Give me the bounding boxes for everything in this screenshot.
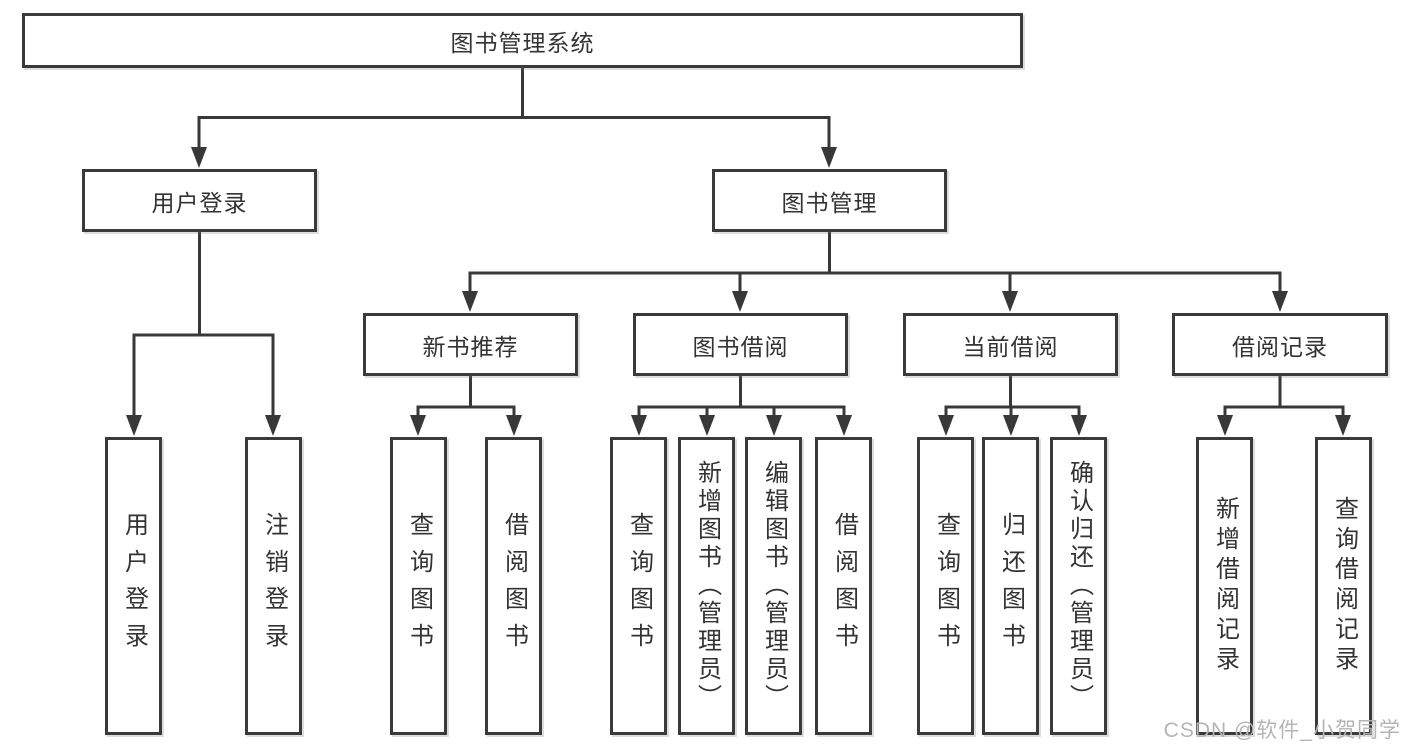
- leaf-user-login: 用户登录: [105, 437, 162, 735]
- leaf-query-book-recommend: 查询图书: [390, 437, 447, 735]
- node-root-system: 图书管理系统: [22, 13, 1023, 68]
- watermark-text: CSDN @软件_小贺同学: [1163, 719, 1401, 742]
- leaf-add-book-admin: 新增图书（管理员）: [678, 437, 735, 735]
- leaf-query-book-current: 查询图书: [917, 437, 974, 735]
- arrow-down-icon: [126, 415, 142, 436]
- arrow-down-icon: [821, 147, 837, 168]
- node-label: 当前借阅: [962, 333, 1059, 360]
- node-label: 用户登录: [151, 189, 248, 216]
- node-label: 图书管理系统: [450, 29, 595, 56]
- arrow-down-icon: [836, 415, 852, 436]
- arrow-down-icon: [265, 415, 281, 436]
- leaf-label: 查询图书: [405, 512, 433, 660]
- leaf-logout: 注销登录: [245, 437, 302, 735]
- arrow-down-icon: [699, 415, 715, 436]
- arrow-down-icon: [1335, 415, 1351, 436]
- arrow-down-icon: [938, 415, 954, 436]
- leaf-label: 查询图书: [625, 512, 653, 660]
- leaf-label: 新增图书（管理员）: [693, 460, 721, 712]
- arrow-down-icon: [1003, 415, 1019, 436]
- node-label: 图书管理: [781, 189, 878, 216]
- node-book-borrow: 图书借阅: [633, 313, 848, 376]
- leaf-confirm-return-admin: 确认归还（管理员）: [1050, 437, 1107, 735]
- arrow-down-icon: [631, 415, 647, 436]
- node-borrow-records: 借阅记录: [1172, 313, 1388, 376]
- arrow-down-icon: [766, 415, 782, 436]
- arrow-down-icon: [462, 291, 478, 312]
- arrow-down-icon: [1217, 415, 1233, 436]
- node-user-login: 用户登录: [82, 169, 317, 232]
- leaf-label: 查询图书: [932, 512, 960, 660]
- arrow-down-icon: [191, 147, 207, 168]
- node-current-borrow: 当前借阅: [903, 313, 1118, 376]
- node-new-book-recommend: 新书推荐: [363, 313, 578, 376]
- node-label: 借阅记录: [1232, 333, 1328, 360]
- leaf-label: 确认归还（管理员）: [1065, 460, 1093, 712]
- leaf-label: 归还图书: [997, 512, 1025, 660]
- leaf-add-borrow-record: 新增借阅记录: [1196, 437, 1253, 735]
- leaf-return-book: 归还图书: [982, 437, 1039, 735]
- arrow-down-icon: [1071, 415, 1087, 436]
- leaf-edit-book-admin: 编辑图书（管理员）: [745, 437, 802, 735]
- node-label: 图书借阅: [692, 333, 789, 360]
- arrow-down-icon: [410, 415, 426, 436]
- leaf-borrow-book: 借阅图书: [815, 437, 872, 735]
- node-label: 新书推荐: [422, 333, 519, 360]
- leaf-label: 查询借阅记录: [1330, 496, 1358, 676]
- leaf-label: 编辑图书（管理员）: [760, 460, 788, 712]
- arrow-down-icon: [506, 415, 522, 436]
- leaf-query-borrow-record: 查询借阅记录: [1315, 437, 1372, 735]
- leaf-label: 借阅图书: [830, 512, 858, 660]
- leaf-label: 用户登录: [120, 512, 148, 660]
- leaf-borrow-book-recommend: 借阅图书: [485, 437, 542, 735]
- node-book-management: 图书管理: [712, 169, 947, 232]
- arrow-down-icon: [732, 291, 748, 312]
- arrow-down-icon: [1002, 291, 1018, 312]
- arrow-down-icon: [1272, 291, 1288, 312]
- leaf-label: 新增借阅记录: [1211, 496, 1239, 676]
- leaf-query-book-borrow: 查询图书: [610, 437, 667, 735]
- leaf-label: 注销登录: [260, 512, 288, 660]
- leaf-label: 借阅图书: [500, 512, 528, 660]
